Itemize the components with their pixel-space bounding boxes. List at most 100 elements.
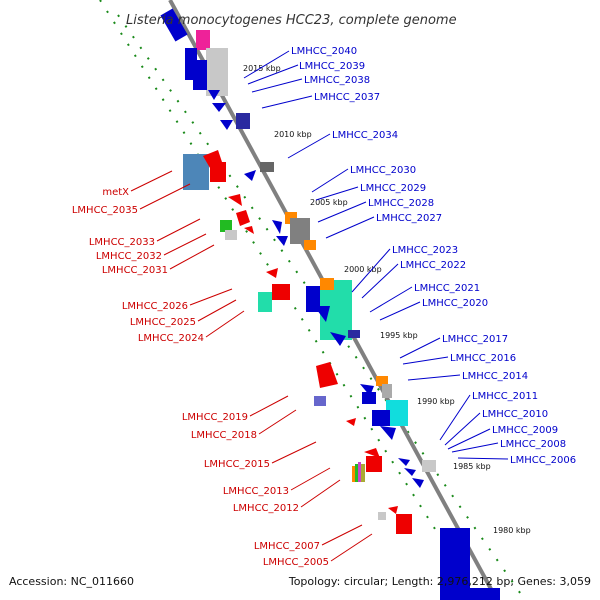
gene-label: LMHCC_2027 [376,213,442,224]
gene-block [196,30,210,50]
gene-block [210,162,226,182]
gene-arrow [330,332,346,346]
kbp-label: 2015 kbp [243,64,281,73]
accession-text: Accession: NC_011660 [9,575,134,588]
gene-label: LMHCC_2015 [204,459,270,470]
gene-arrow [272,220,282,234]
gene-block [382,384,392,398]
gene-block [304,240,316,250]
gene-arrow [316,362,338,388]
reverse-gene-labels: metX LMHCC_2035 LMHCC_2033 LMHCC_2032 LM… [72,187,329,568]
forward-gene-labels: LMHCC_2040 LMHCC_2039 LMHCC_2038 LMHCC_2… [291,46,576,466]
gene-features [160,8,500,600]
gene-arrow [364,448,380,458]
gene-label: LMHCC_2007 [254,541,320,552]
gene-block [376,376,388,386]
gene-label: LMHCC_2005 [263,557,329,568]
gene-block [160,8,188,42]
kbp-tick-labels: 2015 kbp 2010 kbp 2005 kbp 2000 kbp 1995… [243,64,531,535]
gene-label: LMHCC_2037 [314,92,380,103]
gene-block [258,292,272,312]
gene-block [386,400,408,426]
gene-arrow [380,426,396,440]
gene-label: LMHCC_2009 [492,425,558,436]
gene-arrow [228,194,242,206]
gene-block [220,220,232,232]
gene-arrow [220,120,233,130]
gene-block [225,230,237,240]
gene-block [396,514,412,534]
gene-label: LMHCC_2010 [482,409,548,420]
topology-text: Topology: circular; Length: 2,976,212 bp… [288,575,591,588]
gene-block [355,464,358,482]
gene-arrow [266,268,278,278]
gene-block [290,218,310,244]
gene-arrow [388,506,398,514]
reverse-leader-lines [130,170,373,562]
gene-label: LMHCC_2013 [223,486,289,497]
gene-label: LMHCC_2014 [462,371,528,382]
kbp-label: 2000 kbp [344,265,382,274]
gene-block [348,330,360,338]
kbp-label: 2010 kbp [274,130,312,139]
forward-leader-lines [243,50,509,460]
gene-block [358,462,361,482]
kbp-label: 2005 kbp [310,198,348,207]
gene-block [362,392,376,404]
gene-label: LMHCC_2039 [299,61,365,72]
outer-rail [117,14,526,600]
gene-label: LMHCC_2040 [291,46,357,57]
gene-label: LMHCC_2017 [442,334,508,345]
gene-block [440,528,470,600]
kbp-label: 1995 kbp [380,331,418,340]
gene-block [422,460,436,472]
gene-block [378,512,386,520]
gene-arrow [398,458,410,466]
gene-label: LMHCC_2035 [72,205,138,216]
gene-block [306,286,320,312]
gene-label: LMHCC_2038 [304,75,370,86]
gene-arrow [244,226,254,234]
gene-label: LMHCC_2025 [130,317,196,328]
gene-block [314,396,326,406]
gene-label: LMHCC_2031 [102,265,168,276]
gene-label: LMHCC_2030 [350,165,416,176]
gene-label: LMHCC_2012 [233,503,299,514]
gene-label: LMHCC_2024 [138,333,204,344]
gene-label: LMHCC_2032 [96,251,162,262]
gene-label: LMHCC_2018 [191,430,257,441]
gene-label: LMHCC_2026 [122,301,188,312]
gene-arrow [236,210,250,226]
genome-title: Listeria monocytogenes HCC23, complete g… [126,13,457,28]
gene-block [193,60,207,90]
gene-block [206,48,228,96]
kbp-label: 1980 kbp [493,526,531,535]
gene-arrow [404,468,416,476]
gene-block [352,466,355,482]
gene-arrow [412,478,424,488]
gene-arrow [208,90,220,100]
gene-arrow [276,236,288,246]
gene-label: LMHCC_2016 [450,353,516,364]
gene-label: LMHCC_2028 [368,198,434,209]
gene-arrow [314,306,330,322]
gene-block [260,162,274,172]
inner-rail [99,0,481,600]
gene-label: LMHCC_2006 [510,455,576,466]
gene-block [366,456,382,472]
gene-label: LMHCC_2011 [472,391,538,402]
gene-label: LMHCC_2021 [414,283,480,294]
kbp-label: 1985 kbp [453,462,491,471]
gene-block [361,464,365,482]
gene-label: LMHCC_2022 [400,260,466,271]
gene-arrow [346,418,356,426]
kbp-label: 1990 kbp [417,397,455,406]
gene-arrow [212,103,226,112]
gene-block [272,284,290,300]
gene-label: LMHCC_2034 [332,130,398,141]
gene-label: LMHCC_2023 [392,245,458,256]
gene-label: LMHCC_2008 [500,439,566,450]
gene-block [183,154,209,190]
gene-label: LMHCC_2020 [422,298,488,309]
